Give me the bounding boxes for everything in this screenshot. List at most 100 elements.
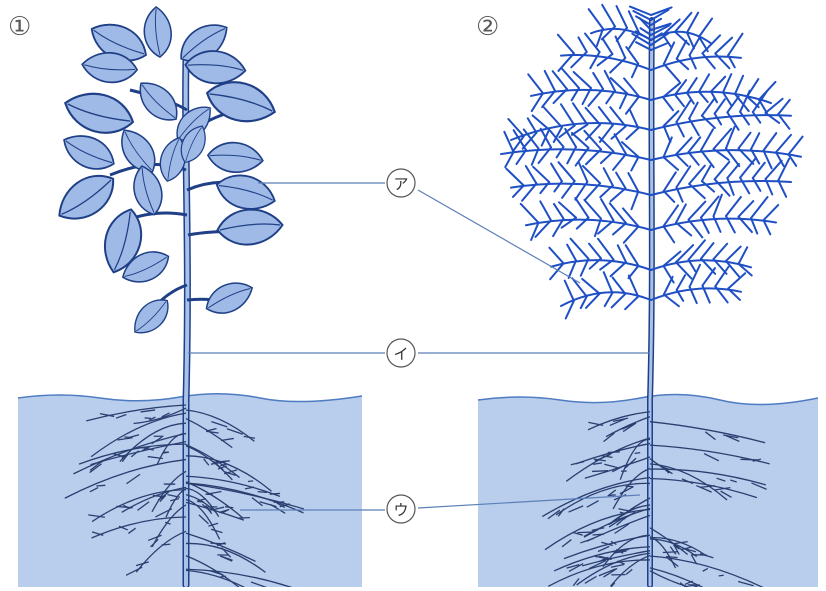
needle [611, 188, 626, 201]
needle [676, 223, 691, 236]
root-hair [663, 552, 678, 553]
needle [751, 133, 759, 149]
needle [504, 132, 513, 152]
needle [702, 268, 715, 286]
needle [664, 191, 675, 202]
needle [586, 125, 600, 140]
needle [740, 178, 749, 194]
needle [611, 126, 625, 138]
needle [675, 95, 684, 106]
needle [726, 197, 741, 216]
needle [550, 131, 563, 147]
root-hair [237, 518, 249, 519]
needle [677, 275, 685, 290]
needle [551, 164, 562, 182]
needle [612, 294, 626, 307]
needle [624, 226, 639, 242]
needle [589, 244, 601, 259]
needle [616, 37, 626, 58]
needle [611, 262, 626, 276]
needle [528, 118, 537, 132]
needle [588, 89, 603, 106]
needle [727, 97, 738, 113]
needle [602, 5, 615, 27]
needle [626, 97, 639, 114]
needle [589, 9, 603, 29]
needle [533, 115, 550, 129]
needle [727, 112, 738, 129]
needle [583, 166, 600, 183]
needle [664, 277, 673, 295]
needle [540, 201, 551, 220]
needle [664, 226, 675, 242]
needle [558, 35, 574, 54]
needle [701, 150, 714, 167]
needle [561, 104, 575, 125]
needle [701, 129, 713, 150]
leaf [206, 138, 265, 177]
needle [690, 265, 700, 287]
needle [626, 128, 638, 139]
needle [715, 114, 722, 125]
leaf [144, 7, 171, 57]
root-hair [609, 495, 616, 496]
root-hair [740, 459, 757, 460]
root-hair [258, 492, 267, 493]
needle [528, 74, 543, 93]
needle [533, 167, 549, 182]
needle [626, 47, 638, 64]
needle [715, 38, 732, 54]
callout-a-label: ア [393, 175, 408, 193]
needle [711, 77, 725, 92]
needle [699, 74, 709, 91]
callout-a: ア [387, 169, 415, 197]
needle-branch [651, 219, 776, 230]
needle [687, 78, 697, 93]
needle [613, 223, 626, 234]
needle [625, 297, 638, 310]
needle [505, 152, 513, 167]
needle [620, 93, 627, 108]
needle [601, 199, 613, 220]
needle [565, 129, 576, 147]
needle [664, 294, 679, 306]
callout-i: イ [387, 339, 415, 367]
needle [739, 133, 751, 149]
needle [664, 137, 672, 157]
root-hair [593, 534, 604, 535]
needle [764, 133, 777, 150]
needle [593, 73, 603, 89]
needle [728, 34, 742, 56]
needle [753, 163, 765, 178]
needle [664, 64, 679, 82]
needle [735, 76, 743, 94]
needle [628, 173, 638, 191]
needle [739, 201, 754, 217]
needle [702, 98, 715, 116]
root-hair [635, 453, 641, 454]
root-hair [124, 437, 132, 438]
leaf [201, 277, 257, 319]
needle [776, 135, 791, 152]
leaf [130, 163, 165, 217]
needle [544, 108, 562, 128]
needle [629, 11, 639, 32]
needle [601, 151, 614, 163]
needle [565, 281, 574, 301]
needle [521, 204, 539, 223]
root-hair [592, 471, 608, 472]
needle [553, 71, 567, 89]
needle [740, 112, 749, 125]
needle [727, 178, 733, 195]
leader-a-right [418, 190, 580, 283]
leaf [126, 293, 176, 340]
panel-label-1: ① [8, 14, 31, 40]
needle [506, 169, 523, 186]
callout-u-label: ウ [393, 501, 408, 519]
needle [677, 41, 687, 59]
needle [604, 168, 613, 185]
needle [616, 173, 625, 189]
needle [663, 97, 673, 110]
